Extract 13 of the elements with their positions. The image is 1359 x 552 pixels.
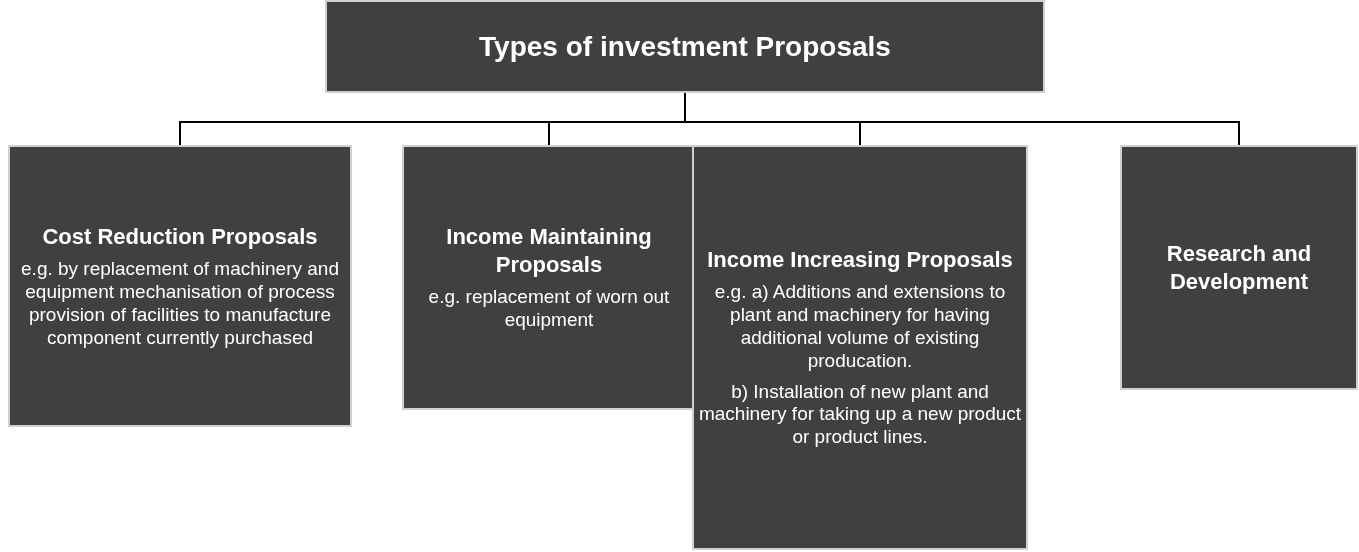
heading-text: Income Maintaining Proposals [445,223,653,279]
description-text: b) Installation of new plant and machinery for taking up a new product or product lines. [698,380,1022,450]
description-text: e.g. by replacement of machinery and equipment mechanisation of process provision of facilities to manufacture component currently purchased [20,258,340,350]
category-box [1120,145,1358,390]
description-text: e.g. a) Additions and extensions to plant and machinery for having additional volume of existing producation. [713,281,1007,373]
category-box [8,145,352,427]
title-text: Types of investment Proposals [479,30,891,64]
category-box [692,145,1028,550]
heading-text: Income Increasing Proposals [707,245,1013,274]
description-text: e.g. replacement of worn out equipment [427,286,671,332]
title-box [325,0,1045,93]
heading-text: Cost Reduction Proposals [42,222,318,251]
heading-text: Research and Development [1165,240,1313,295]
